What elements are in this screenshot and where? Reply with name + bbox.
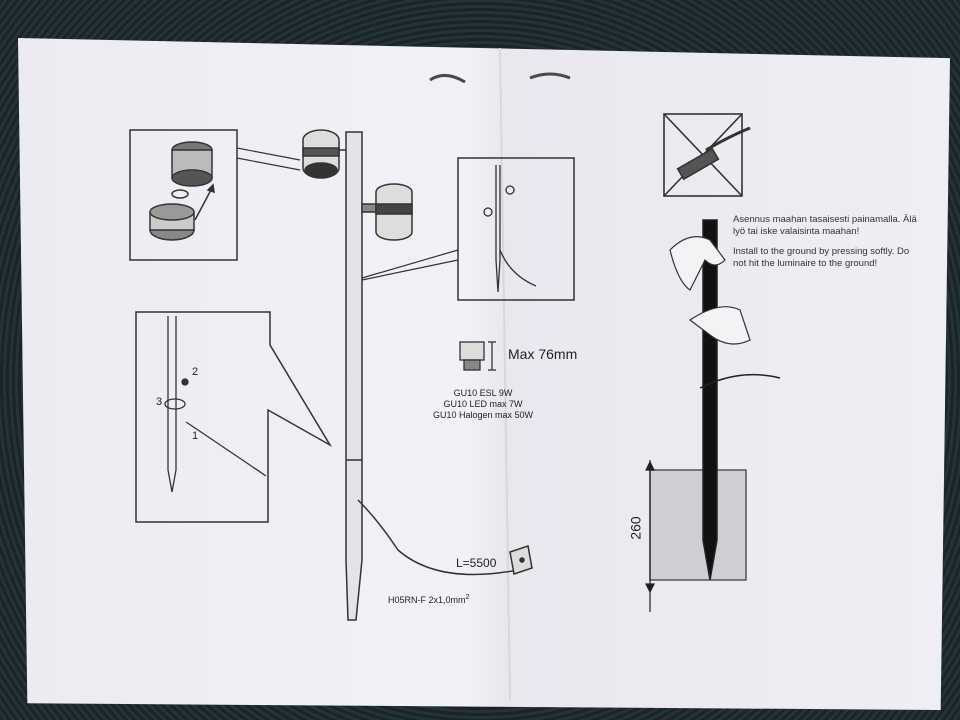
install-note-finnish: Asennus maahan tasaisesti painamalla. Äl… [733, 214, 917, 237]
power-cable-icon [357, 499, 533, 576]
bulb-spec-halogen: GU10 Halogen max 50W [432, 410, 534, 420]
fold-crease [499, 47, 511, 701]
bulb-spec-list: GU10 ESL 9W GU10 LED max 7W GU10 Halogen… [428, 388, 538, 421]
depth-dimension [645, 460, 655, 612]
step-1-label: 1 [192, 430, 199, 442]
cable-type: H05RN-F 2x1,0mm2 [388, 592, 470, 605]
install-note-english: Install to the ground by pressing softly… [733, 246, 910, 269]
stake-detail-box [457, 157, 575, 301]
step-2-label: 2 [192, 366, 199, 378]
punch-hole-right [529, 72, 571, 80]
stake-detail-drawing [483, 165, 537, 293]
bulb-spec-led: GU10 LED max 7W [443, 399, 523, 409]
depth-label: 260 [627, 516, 644, 540]
cable-type-text: H05RN-F 2x1,0mm [388, 595, 466, 605]
cable-detail-box [135, 311, 333, 523]
gu10-bulb-icon [459, 341, 496, 371]
step-3-label: 3 [156, 396, 163, 408]
head-detail-box [129, 129, 238, 261]
cable-detail-drawing [164, 316, 267, 493]
lamp-pole [345, 131, 363, 621]
bulb-max-size: Max 76mm [508, 346, 578, 362]
lamp-head-lower-icon [361, 183, 413, 241]
bulb-spec-esl: GU10 ESL 9W [453, 388, 513, 398]
cable-type-sup: 2 [465, 592, 470, 601]
cable-length: L=5500 [456, 556, 497, 570]
lamp-head-top-icon [302, 129, 346, 179]
install-note: Asennus maahan tasaisesti painamalla. Äl… [733, 214, 923, 278]
hand-pressing-icon [669, 236, 751, 345]
lamp-head-exploded-icon [149, 141, 215, 241]
no-hammer-icon [663, 113, 751, 197]
stake-in-ground-drawing [649, 219, 781, 581]
punch-hole-left [429, 74, 466, 84]
